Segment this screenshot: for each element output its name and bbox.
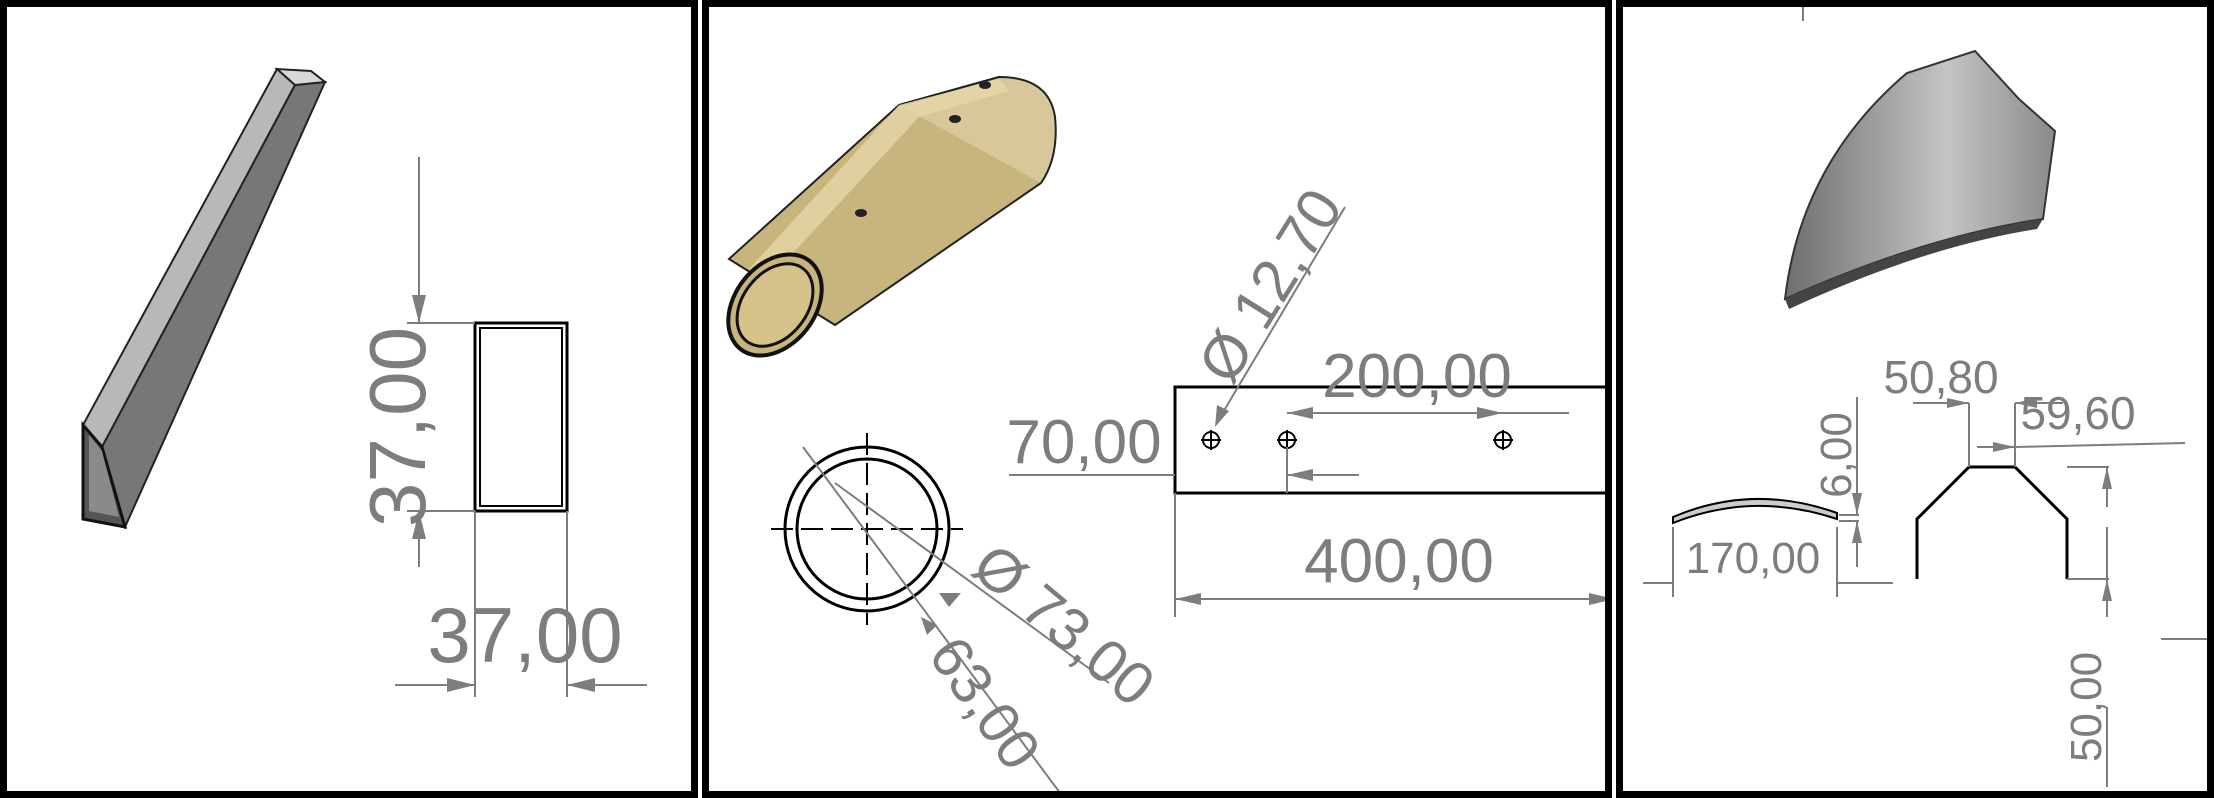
- length-label: 400,00: [1304, 527, 1494, 596]
- cylinder-tube-drawing: Ø 73,00 63,00 Ø 12,70 200,00 70,00: [726, 75, 1605, 791]
- arc-length-label: 170,00: [1686, 534, 1821, 583]
- top-width-dimension: [1913, 398, 2063, 467]
- hole-diameter-leader: [1218, 206, 1346, 420]
- curved-plate-drawing: 50,80 59,60 6,00 170,00: [1643, 7, 2207, 787]
- inner-diameter-label: 63,00: [916, 625, 1053, 781]
- top-width-label: 50,80: [1883, 351, 1998, 403]
- panel-curved-plate: 50,80 59,60 6,00 170,00: [1616, 0, 2214, 798]
- first-hole-offset-dimension: [1009, 447, 1359, 493]
- width-dimension-label: 37,00: [427, 591, 622, 679]
- square-tube-drawing: 37,00 37,00: [81, 67, 647, 697]
- width-dimension: [395, 511, 647, 697]
- length-dimension: [1174, 493, 1605, 617]
- slant-width-dimension: [1977, 442, 2186, 452]
- height-dimension-label: 37,00: [353, 327, 442, 527]
- height-dimension: [407, 157, 475, 567]
- slant-width-label: 59,60: [2020, 387, 2135, 439]
- cylinder-section-view: [771, 433, 1110, 791]
- curved-plate-profile-view: [1915, 465, 2069, 579]
- panel-square-tube: 37,00 37,00: [0, 0, 698, 798]
- square-tube-section-view: [473, 321, 569, 513]
- curved-plate-3d-view: [1783, 49, 2057, 309]
- thickness-label: 6,00: [1812, 412, 1861, 498]
- height-dimension-plate: [2067, 466, 2112, 787]
- square-tube-3d-view: [81, 67, 328, 530]
- curved-plate-arc-view: [1672, 498, 1838, 525]
- arc-length-dimension: [1643, 527, 1893, 597]
- panel-cylinder-tube: Ø 73,00 63,00 Ø 12,70 200,00 70,00: [702, 0, 1612, 798]
- hole-spacing-label: 200,00: [1322, 342, 1512, 411]
- cylinder-tube-3d-view: [726, 75, 1057, 358]
- thickness-dimension: [1839, 397, 1862, 567]
- height-label-plate: 50,00: [2062, 652, 2111, 762]
- first-hole-offset-label: 70,00: [1006, 408, 1161, 477]
